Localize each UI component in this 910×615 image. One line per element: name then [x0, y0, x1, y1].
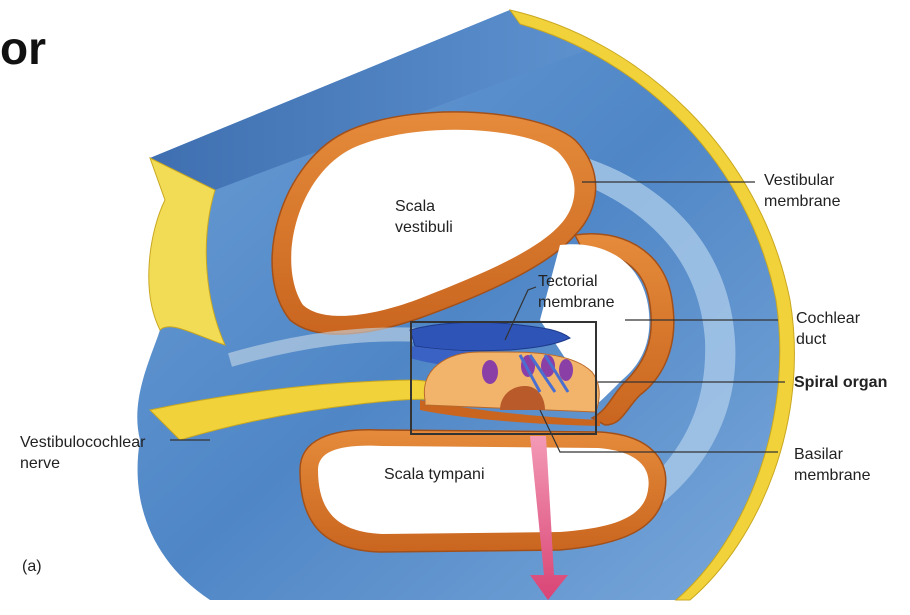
- cochlear-duct-wall: [573, 233, 675, 426]
- enlargement-arrow: [530, 436, 568, 600]
- bone-outer-rim: [508, 9, 795, 601]
- magnification-box: [410, 321, 597, 435]
- leader-tectorial-membrane: [504, 286, 537, 341]
- label-scala-vestibuli: Scala vestibuli: [395, 198, 453, 236]
- cochlear-duct-lumen: [540, 244, 650, 405]
- bone-top-face: [150, 10, 600, 190]
- scala-vestibuli-lumen: [291, 129, 575, 316]
- panel-label: (a): [22, 558, 42, 575]
- leader-lines: [170, 181, 785, 453]
- spiral-ligament: [560, 150, 736, 520]
- nerve-fibers: [228, 327, 421, 367]
- tunnel-of-corti: [500, 386, 545, 410]
- heading-fragment: or: [0, 22, 46, 74]
- label-vestibulocochlear-nerve: Vestibulocochlear nerve: [20, 434, 146, 472]
- bone-left-edge: [148, 157, 226, 346]
- basilar-membrane: [420, 400, 600, 426]
- leader-basilar-membrane: [539, 409, 778, 453]
- label-tectorial-membrane: Tectorial membrane: [538, 273, 615, 311]
- organ-of-corti-body: [423, 351, 600, 413]
- hair-cells: [482, 354, 573, 393]
- label-spiral-organ: Spiral organ: [794, 374, 888, 391]
- label-vestibular-membrane: Vestibular membrane: [764, 172, 841, 210]
- label-basilar-membrane: Basilar membrane: [794, 446, 871, 484]
- label-scala-tympani: Scala tympani: [384, 466, 485, 483]
- label-cochlear-duct: Cochlear duct: [796, 310, 861, 348]
- scala-tympani-lumen: [318, 445, 649, 534]
